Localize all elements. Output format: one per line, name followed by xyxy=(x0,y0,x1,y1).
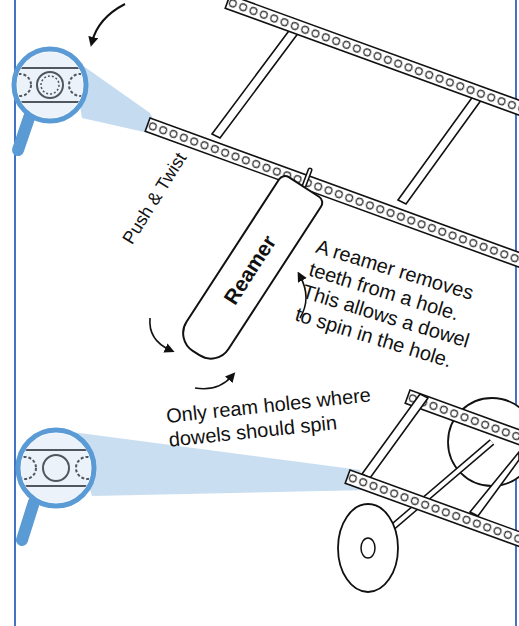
magnifier xyxy=(14,430,98,540)
tool-name: Reamer xyxy=(219,231,281,309)
magnifier xyxy=(9,49,91,150)
wheel xyxy=(338,504,398,592)
twist-arrow xyxy=(195,376,232,389)
reamer-tool: Reamer xyxy=(174,172,327,368)
pointer-arrow xyxy=(92,4,125,42)
note-text: A reamer removes teeth from a hole. This… xyxy=(292,235,506,382)
instruction-label: Push & Twist xyxy=(114,142,196,255)
twist-arrow xyxy=(150,318,170,350)
note-text: Only ream holes where dowels should spin xyxy=(165,380,409,452)
reamer-tip xyxy=(304,170,310,186)
rail xyxy=(225,0,519,121)
